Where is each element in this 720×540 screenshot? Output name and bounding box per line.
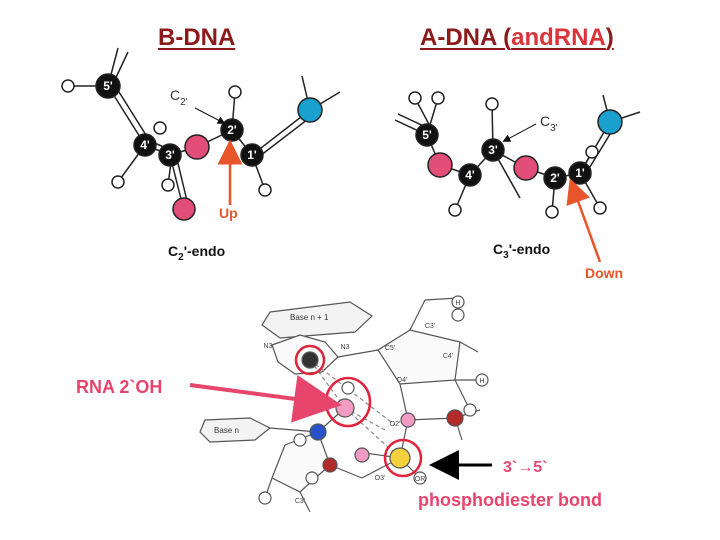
h-atom — [293, 433, 307, 447]
h-atom — [258, 491, 272, 505]
base-n1-plate — [261, 301, 373, 339]
b-dna-hydrogen — [258, 183, 272, 197]
a-dna-atom-label-1: 1' — [575, 166, 585, 180]
a-dna-c-label: C3' — [540, 113, 558, 134]
a-dna-title-prefix: A-DNA ( — [420, 24, 512, 51]
b-dna-title: B-DNA — [158, 24, 236, 51]
atom-label: OR — [415, 476, 426, 483]
atom-label: H — [455, 300, 460, 307]
oxygen-atom — [354, 447, 370, 463]
oxygen-atom — [400, 412, 416, 428]
b-dna-atom-label-5: 5' — [103, 79, 113, 93]
b-dna-c-label: C2' — [170, 87, 188, 108]
ribose-ring-upper — [377, 329, 461, 385]
b-dna-oxygen-ring — [184, 134, 210, 160]
a-dna-hydrogen — [408, 91, 422, 105]
c8-atom — [301, 351, 319, 369]
a-dna-molecule — [394, 91, 641, 219]
atom-label: C3' — [295, 498, 305, 505]
a-dna-atom-2 — [543, 166, 567, 190]
phosphodiester-label: phosphodiester bond — [418, 490, 602, 510]
h-atom — [451, 295, 465, 309]
b-dna-atom-3 — [158, 143, 182, 167]
highlight-phosphate — [383, 438, 423, 478]
rna-2oh-arrow — [189, 375, 342, 423]
a-dna-hydrogen — [485, 97, 499, 111]
b-dna-hydrogen — [153, 121, 167, 135]
a-dna-hydrogen — [585, 145, 599, 159]
a-dna-hydrogen — [431, 91, 445, 105]
b-dna-hydrogen — [61, 79, 75, 93]
a-dna-oxygen-ring — [513, 155, 539, 181]
b-dna-up-label: Up — [219, 205, 238, 221]
atom-label: O3' — [375, 475, 386, 482]
b-dna-hydrogen — [228, 85, 242, 99]
a-dna-atom-label-2: 2' — [550, 171, 560, 185]
nitrogen-atom — [309, 423, 327, 441]
b-dna-nitrogen — [297, 97, 323, 123]
base-n-label: Base n — [214, 426, 239, 435]
bond-direction-label: 3`→5` — [503, 459, 547, 476]
b-dna-atom-label-1: 1' — [247, 148, 257, 162]
b-dna-atom-4 — [133, 133, 157, 157]
a-dna-nitrogen — [597, 109, 623, 135]
atom-label: N3 — [264, 343, 273, 350]
h-atom — [463, 403, 477, 417]
b-dna-atom-label-2: 2' — [227, 123, 237, 137]
base-n-plate — [199, 417, 272, 443]
a-dna-hydrogen — [593, 201, 607, 215]
b-dna-atom-5 — [95, 73, 121, 99]
b-dna-atom-label-4: 4' — [140, 138, 150, 152]
rna-2oh-label: RNA 2`OH — [76, 377, 162, 397]
a-dna-atom-label-3: 3' — [488, 143, 498, 157]
a-dna-c-pointer — [502, 123, 537, 142]
phosphorus-atom — [389, 447, 411, 469]
o-atom — [451, 308, 465, 322]
a-dna-oxygen — [427, 152, 453, 178]
a-dna-atom-5 — [415, 123, 439, 147]
a-dna-title-suffix: ) — [605, 24, 614, 51]
a-dna-atom-3 — [481, 138, 505, 162]
b-dna-oxygen — [172, 197, 196, 221]
hydroxyl-hydrogen — [341, 381, 355, 395]
atom-label: H — [479, 378, 484, 385]
a-dna-atom-4 — [458, 163, 482, 187]
h-atom — [305, 471, 319, 485]
a-dna-down-arrow — [566, 178, 602, 263]
b-dna-molecule — [61, 47, 341, 221]
h-atom — [475, 373, 489, 387]
a-dna-atom-label-4: 4' — [465, 168, 475, 182]
bottom-ribozyme-diagram — [199, 295, 489, 513]
b-dna-atom-label-3: 3' — [165, 148, 175, 162]
carbonyl-oxygen — [446, 409, 464, 427]
hydroxyl-oxygen — [335, 398, 355, 418]
a-dna-hydrogen — [448, 203, 462, 217]
atom-label: C3' — [425, 323, 435, 330]
a-dna-title: A-DNA (andRNA) — [420, 24, 614, 52]
b-dna-pucker-label: C2'-endo — [168, 243, 225, 263]
oxygen-atom — [322, 457, 338, 473]
base-n1-label: Base n + 1 — [290, 313, 329, 322]
b-dna-c-pointer — [194, 107, 226, 124]
a-dna-atom-label-5: 5' — [422, 128, 432, 142]
atom-label: C5' — [385, 345, 395, 352]
a-dna-title-accent: andRNA — [511, 24, 606, 51]
b-dna-hydrogen — [111, 175, 125, 189]
highlight-c8 — [294, 344, 326, 376]
b-dna-bonds — [68, 47, 341, 208]
atom-label: O4' — [397, 377, 408, 384]
atom-label: C4' — [443, 353, 453, 360]
atom-label: O2' — [390, 421, 401, 428]
a-dna-down-label: Down — [585, 265, 623, 281]
atom-label: N3 — [341, 344, 350, 351]
a-dna-pucker-label: C3'-endo — [493, 241, 550, 261]
a-dna-hydrogen — [545, 205, 559, 219]
b-dna-hydrogen — [161, 178, 175, 192]
or-atom — [413, 471, 427, 485]
